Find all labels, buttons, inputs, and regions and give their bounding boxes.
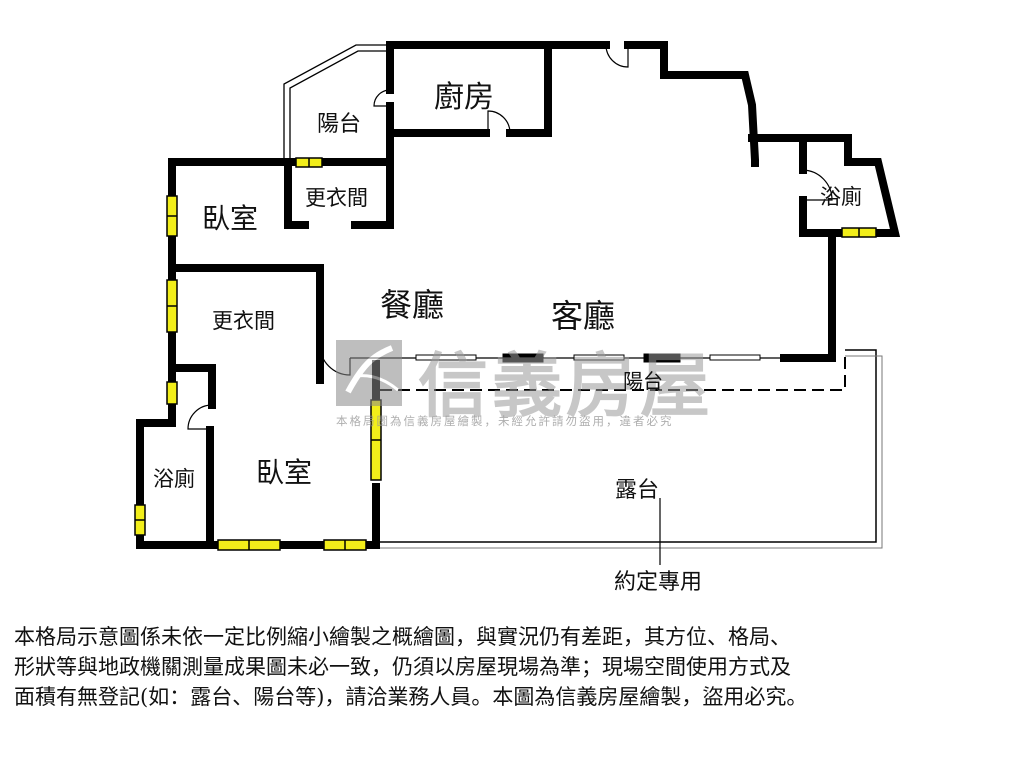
room-bedroom-top: 臥室 [202, 202, 259, 235]
room-balcony-top: 陽台 [317, 112, 362, 137]
walls [136, 41, 901, 549]
disclaimer-line: 本格局示意圖係未依一定比例縮小繪製之概繪圖，與實況仍有差距，其方位、格局、 [14, 625, 791, 649]
balcony-dashed-line [380, 354, 846, 391]
room-dining: 餐廳 [380, 286, 445, 324]
watermark-notice: 本格局圖為信義房屋繪製，未經允許請勿盜用，違者必究 [336, 414, 674, 428]
terrace-note: 約定專用 [614, 570, 703, 595]
balcony-top-outline [283, 44, 390, 162]
sliding-doors [350, 353, 784, 363]
room-bathroom-right: 浴廁 [820, 185, 862, 209]
room-kitchen: 廚房 [434, 80, 494, 115]
room-terrace: 露台 [615, 478, 660, 503]
windows [134, 157, 877, 551]
room-bathroom-left: 浴廁 [153, 467, 195, 491]
watermark-brand: 信義房屋 [418, 345, 714, 427]
room-balcony-front: 陽台 [623, 369, 663, 393]
disclaimer-line: 面積有無登記(如：露台、陽台等)，請洽業務人員。本圖為信義房屋繪製，盜用必究。 [14, 685, 808, 709]
disclaimer-line: 形狀等與地政機關測量成果圖未必一致，仍須以房屋現場為準；現場空間使用方式及 [14, 655, 791, 679]
disclaimer: 本格局示意圖係未依一定比例縮小繪製之概繪圖，與實況仍有差距，其方位、格局、 形狀… [14, 622, 1014, 712]
room-bedroom-bottom: 臥室 [256, 456, 313, 489]
watermark-logo-icon [336, 340, 402, 406]
floor-plan [134, 41, 901, 565]
terrace-outline [376, 349, 883, 549]
door-swings [187, 44, 833, 430]
room-closet-left: 更衣間 [212, 309, 275, 333]
room-living: 客廳 [551, 297, 616, 335]
room-closet-top: 更衣間 [305, 186, 368, 210]
